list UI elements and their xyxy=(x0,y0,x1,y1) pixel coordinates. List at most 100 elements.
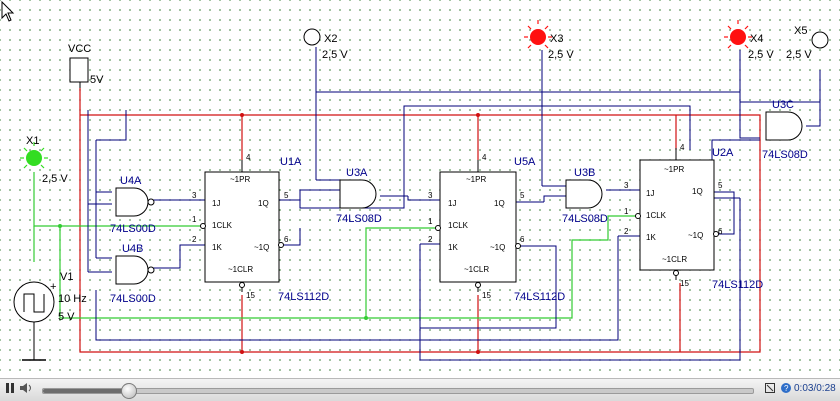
svg-text:1: 1 xyxy=(428,217,433,226)
svg-text:1CLK: 1CLK xyxy=(212,221,233,230)
svg-text:15: 15 xyxy=(680,279,689,288)
svg-text:~1PR: ~1PR xyxy=(664,165,684,174)
svg-text:6: 6 xyxy=(520,235,525,244)
probe-x3-voltage: 2,5 V xyxy=(548,49,574,61)
probe-x3-lamp xyxy=(530,29,546,45)
svg-text:~1PR: ~1PR xyxy=(466,175,486,184)
svg-text:2: 2 xyxy=(624,227,629,236)
nand-gate-u4a[interactable]: U4A 74LS00D xyxy=(110,175,156,235)
svg-text:2: 2 xyxy=(192,235,197,244)
svg-text:2: 2 xyxy=(428,235,433,244)
u1a-part: 74LS112D xyxy=(278,291,329,303)
svg-text:1K: 1K xyxy=(212,243,222,252)
clock-source-v1[interactable]: + V1 10 Hz 5 V xyxy=(13,271,87,361)
u3b-part: 74LS08D xyxy=(562,213,608,225)
probe-x2[interactable]: X2 2,5 V xyxy=(303,28,348,61)
clock-net xyxy=(33,172,636,319)
source-name: V1 xyxy=(60,271,73,283)
pause-icon[interactable] xyxy=(2,382,18,398)
u3a-part: 74LS08D xyxy=(336,213,382,225)
svg-text:4: 4 xyxy=(482,153,487,162)
svg-text:1Q: 1Q xyxy=(494,199,505,208)
svg-text:~1CLR: ~1CLR xyxy=(662,255,687,264)
svg-text:1Q: 1Q xyxy=(258,199,269,208)
flipflop-u2a[interactable]: 4 ~1PR 1J 1CLK 1K 1Q ~1Q ~1CLR 15 3 1 2 … xyxy=(624,143,763,291)
u2a-part: 74LS112D xyxy=(712,279,763,291)
svg-text:~1Q: ~1Q xyxy=(688,231,703,240)
u3a-ref: U3A xyxy=(346,167,368,179)
vcc-name: VCC xyxy=(68,43,91,55)
svg-text:~1CLR: ~1CLR xyxy=(228,265,253,274)
flipflop-u5a[interactable]: 4 ~1PR 1J 1CLK 1K 1Q ~1Q ~1CLR 15 3 1 2 … xyxy=(428,153,565,303)
u4b-part: 74LS00D xyxy=(110,293,156,305)
volume-icon[interactable] xyxy=(18,382,34,398)
probe-x5-lamp xyxy=(811,31,829,49)
probe-x1-lamp xyxy=(26,150,42,166)
probe-x1[interactable]: X1 2,5 V xyxy=(20,135,68,185)
u4b-ref: U4B xyxy=(122,243,143,255)
u1a-ref: U1A xyxy=(280,156,302,168)
flipflop-u1a[interactable]: 4 ~1PR 1J 1CLK 1K 1Q ~1Q ~1CLR 15 3 1 2 … xyxy=(192,153,329,303)
u3c-part: 74LS08D xyxy=(762,149,808,161)
u4a-part: 74LS00D xyxy=(110,223,156,235)
probe-x4[interactable]: X4 2,5 V xyxy=(724,20,774,61)
svg-text:1K: 1K xyxy=(448,243,458,252)
help-icon[interactable]: ? xyxy=(778,382,794,398)
svg-text:~1CLR: ~1CLR xyxy=(464,265,489,274)
u2a-ref: U2A xyxy=(712,147,734,159)
nand-gate-u4b[interactable]: U4B 74LS00D xyxy=(110,243,156,305)
svg-text:5: 5 xyxy=(718,181,723,190)
probe-x3-name: X3 xyxy=(550,33,563,45)
svg-text:4: 4 xyxy=(680,143,685,152)
svg-text:1K: 1K xyxy=(646,233,656,242)
u4a-ref: U4A xyxy=(120,175,142,187)
probe-x2-voltage: 2,5 V xyxy=(322,49,348,61)
signal-nets xyxy=(87,47,821,361)
probe-x4-name: X4 xyxy=(750,33,763,45)
and-gate-u3b[interactable]: U3B 74LS08D xyxy=(562,167,608,225)
u3b-ref: U3B xyxy=(574,167,595,179)
probe-x1-name: X1 xyxy=(26,135,39,147)
probe-x2-name: X2 xyxy=(324,33,337,45)
svg-text:4: 4 xyxy=(246,153,251,162)
svg-text:1J: 1J xyxy=(212,199,220,208)
and-gate-u3a[interactable]: U3A 74LS08D xyxy=(336,167,382,225)
svg-text:~1PR: ~1PR xyxy=(230,175,250,184)
and-gate-u3c[interactable]: U3C 74LS08D xyxy=(762,99,808,161)
svg-text:15: 15 xyxy=(246,291,255,300)
vcc-source[interactable]: VCC 5V xyxy=(68,43,104,88)
vcc-value: 5V xyxy=(90,74,104,86)
svg-text:6: 6 xyxy=(284,235,289,244)
media-player-bar: ? 0:03/0:28 xyxy=(0,378,840,401)
svg-text:3: 3 xyxy=(624,181,629,190)
u3c-ref: U3C xyxy=(772,99,794,111)
seek-thumb[interactable] xyxy=(121,383,138,399)
probe-x2-lamp xyxy=(303,28,321,46)
probe-x5-voltage: 2,5 V xyxy=(786,49,812,61)
svg-text:+: + xyxy=(50,281,56,293)
schematic-canvas[interactable]: VCC 5V + V1 10 Hz 5 V X1 2,5 V X2 2,5 V xyxy=(0,0,840,378)
fullscreen-icon[interactable] xyxy=(762,382,778,398)
vcc-net xyxy=(79,88,761,353)
probe-x1-voltage: 2,5 V xyxy=(42,173,68,185)
source-amplitude: 5 V xyxy=(58,311,75,323)
svg-text:15: 15 xyxy=(482,291,491,300)
svg-text:~1Q: ~1Q xyxy=(254,243,269,252)
svg-text:1J: 1J xyxy=(448,199,456,208)
svg-text:1CLK: 1CLK xyxy=(448,221,469,230)
u5a-ref: U5A xyxy=(514,156,536,168)
svg-text:6: 6 xyxy=(718,227,723,236)
probe-x5[interactable]: X5 2,5 V xyxy=(786,25,829,61)
seek-bar[interactable] xyxy=(42,383,754,399)
svg-text:~1Q: ~1Q xyxy=(490,243,505,252)
u5a-part: 74LS112D xyxy=(514,291,565,303)
svg-text:1: 1 xyxy=(192,215,197,224)
seek-progress xyxy=(43,389,129,393)
probe-x3[interactable]: X3 2,5 V xyxy=(524,20,574,61)
svg-text:?: ? xyxy=(784,384,789,393)
svg-text:1: 1 xyxy=(624,207,629,216)
svg-text:1J: 1J xyxy=(646,189,654,198)
playback-time: 0:03/0:28 xyxy=(794,383,836,394)
svg-text:1CLK: 1CLK xyxy=(646,211,667,220)
source-frequency: 10 Hz xyxy=(58,293,87,305)
